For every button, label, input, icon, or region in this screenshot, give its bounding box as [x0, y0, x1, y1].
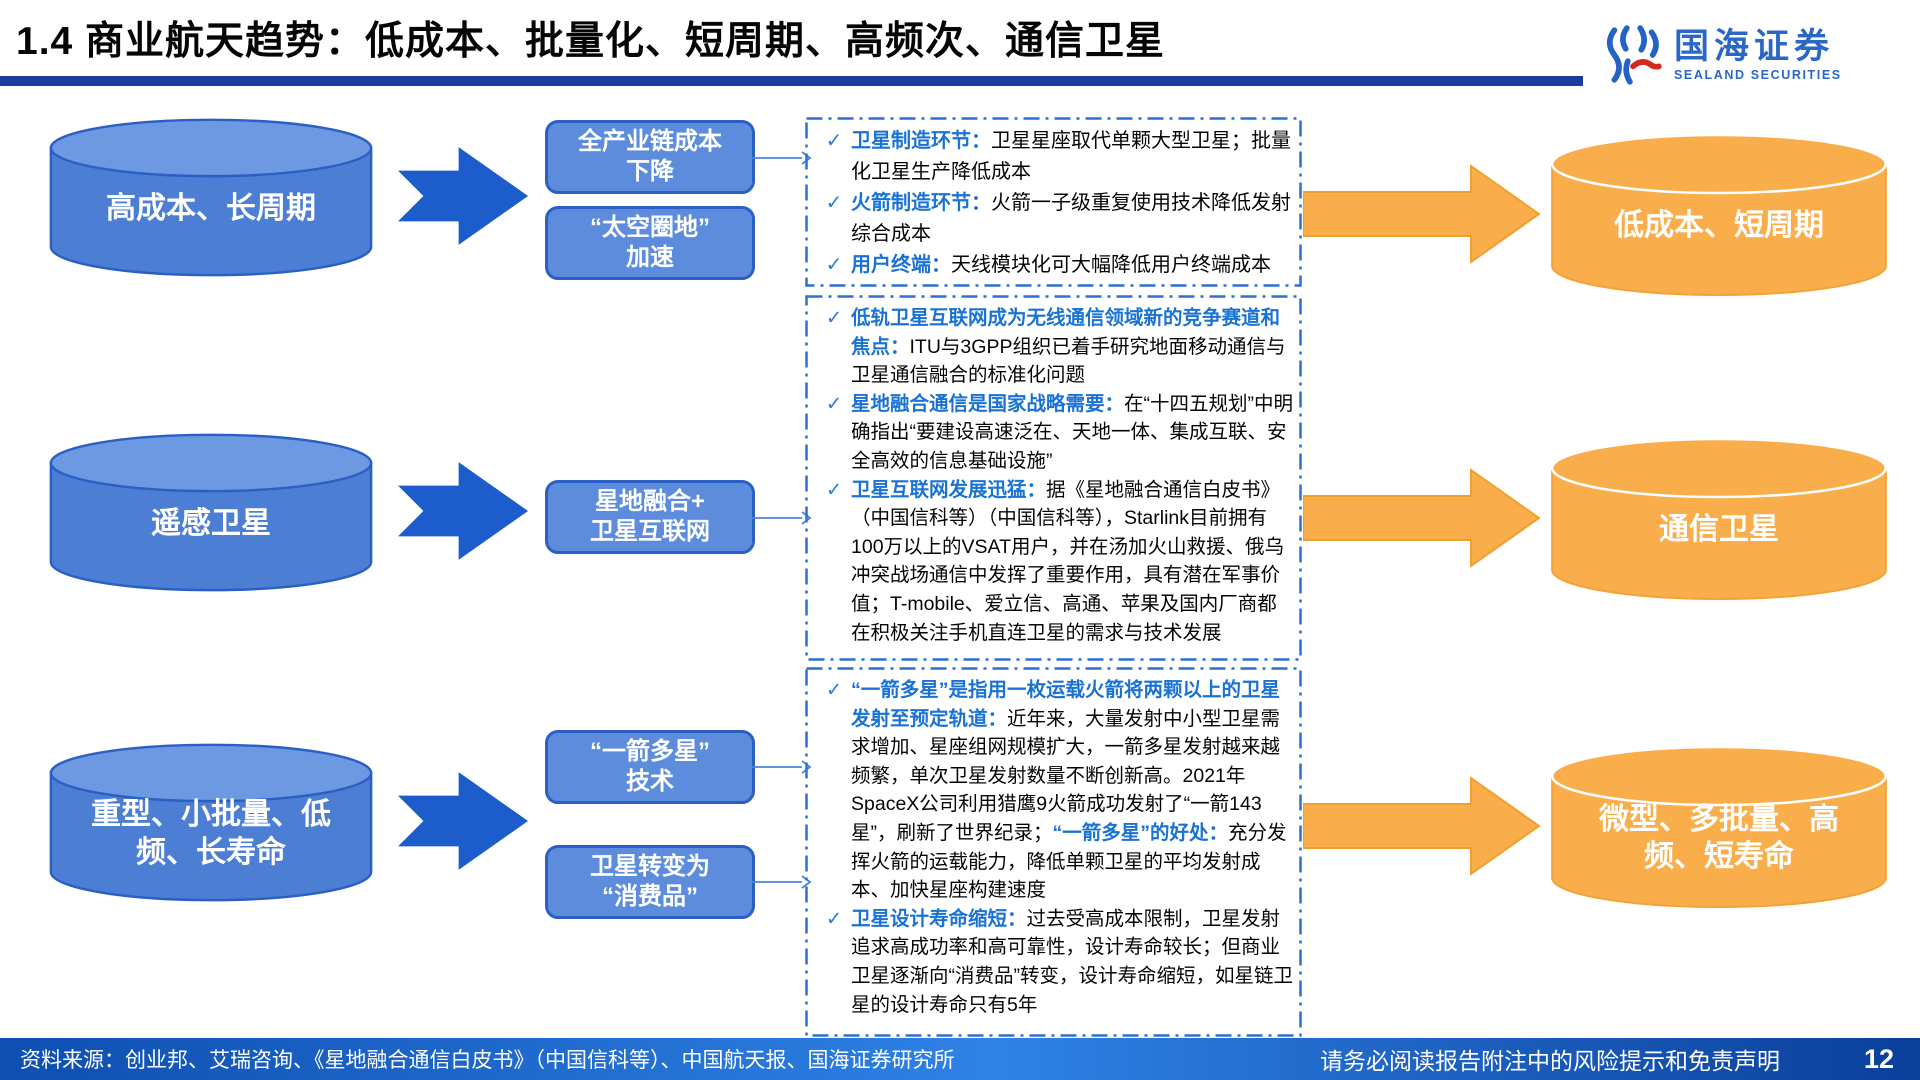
- bullet-lead: 卫星互联网发展迅猛：: [851, 478, 1047, 501]
- result-cylinder-row1: 低成本、短周期: [1545, 128, 1893, 300]
- bullet-item: ✓ 卫星制造环节：卫星星座取代单颗大型卫星；批量化卫星生产降低成本: [817, 126, 1294, 188]
- dashed-border: [805, 117, 1302, 287]
- detail-panel-row3: ✓ “一箭多星”是指用一枚运载火箭将两颗以上的卫星发射至预定轨道：近年来，大量发…: [805, 667, 1302, 1037]
- source-cylinder-row3: 重型、小批量、低 频、长寿命: [44, 738, 378, 905]
- source-cylinder-row2: 遥感卫星: [44, 428, 378, 595]
- result-cylinder-label: 通信卫星: [1659, 513, 1779, 547]
- cylinder-shape: [49, 433, 373, 592]
- logo-subtitle: SEALAND SECURITIES: [1674, 67, 1842, 82]
- blue-arrow-row2: [398, 459, 530, 563]
- cylinder-shape: [1550, 437, 1888, 600]
- driver-box-consumer-satellite: 卫星转变为 “消费品”: [545, 845, 755, 919]
- orange-arrow-row2: [1303, 466, 1543, 570]
- check-icon: ✓: [825, 192, 843, 214]
- sealand-logo-text: 国海证券 SEALAND SECURITIES: [1674, 29, 1842, 82]
- orange-arrow-row3: [1303, 774, 1543, 878]
- cylinder-shape: [1550, 745, 1888, 908]
- connector-arrow-row2: [752, 511, 812, 525]
- source-note: 资料来源：创业邦、艾瑞咨询、《星地融合通信白皮书》（中国信科等）、中国航天报、国…: [20, 1049, 955, 1072]
- check-icon: ✓: [825, 392, 843, 415]
- bullet-item: ✓ 星地融合通信是国家战略需要：在“十四五规划”中明确指出“要建设高速泛在、天地…: [817, 390, 1294, 476]
- orange-arrow-row1: [1303, 162, 1543, 266]
- result-cylinder-label: 微型、多批量、高 频、短寿命: [1599, 802, 1839, 874]
- cylinder-shape: [49, 118, 373, 277]
- bullet-text: 卫星星座取代单颗大型卫星；批量化卫星生产降低成本: [851, 130, 1291, 183]
- check-icon: ✓: [825, 478, 843, 501]
- blue-arrow-row1: [398, 144, 530, 248]
- sealand-logo: 国海证券 SEALAND SECURITIES: [1602, 24, 1842, 86]
- bullet-lead: “一箭多星”的好处：: [1052, 821, 1229, 844]
- bullet-text: 天线模块化可大幅降低用户终端成本: [951, 254, 1271, 276]
- disclaimer: 请务必阅读报告附注中的风险提示和免责声明: [1319, 1048, 1780, 1074]
- bullet-item: ✓ 低轨卫星互联网成为无线通信领域新的竞争赛道和焦点：ITU与3GPP组织已着手…: [817, 304, 1294, 390]
- bullet-lead: 用户终端：: [851, 254, 951, 276]
- bullet-text: 过去受高成本限制，卫星发射追求高成功率和高可靠性，设计寿命较长；但商业卫星逐渐向…: [851, 907, 1293, 1016]
- driver-box-industry-cost: 全产业链成本 下降: [545, 120, 755, 194]
- source-cylinder-label: 重型、小批量、低 频、长寿命: [91, 798, 331, 869]
- result-cylinder-label: 低成本、短周期: [1614, 209, 1824, 243]
- check-icon: ✓: [825, 907, 843, 930]
- check-icon: ✓: [825, 679, 843, 701]
- check-icon: ✓: [825, 254, 843, 276]
- footer-right: 请务必阅读报告附注中的风险提示和免责声明 12: [1320, 1042, 1894, 1076]
- bullet-text: 充分发挥火箭的运载能力，降低单颗卫星的平均发射成本、加快星座构建速度: [851, 821, 1287, 902]
- detail-panel-row1: ✓ 卫星制造环节：卫星星座取代单颗大型卫星；批量化卫星生产降低成本 ✓ 火箭制造…: [805, 117, 1302, 287]
- connector-arrow-row3a: [752, 760, 812, 774]
- result-cylinder-row3: 微型、多批量、高 频、短寿命: [1545, 740, 1893, 912]
- dashed-border: [805, 667, 1302, 1037]
- page-number: 12: [1863, 1043, 1894, 1074]
- source-cylinder-label: 遥感卫星: [151, 506, 271, 540]
- footer-bar: 资料来源：创业邦、艾瑞咨询、《星地融合通信白皮书》（中国信科等）、中国航天报、国…: [0, 1038, 1920, 1080]
- result-cylinder-row2: 通信卫星: [1545, 432, 1893, 604]
- cylinder-shape: [49, 743, 373, 902]
- bullet-item: ✓ 用户终端：天线模块化可大幅降低用户终端成本: [817, 250, 1294, 281]
- bullet-lead: 低轨卫星互联网成为无线通信领域新的竞争赛道和焦点：: [851, 307, 1281, 358]
- dashed-border: [805, 295, 1302, 661]
- bullet-text: 火箭一子级重复使用技术降低发射综合成本: [851, 192, 1291, 245]
- bullet-lead: 星地融合通信是国家战略需要：: [851, 392, 1125, 415]
- bullet-item: ✓ 卫星设计寿命缩短：过去受高成本限制，卫星发射追求高成功率和高可靠性，设计寿命…: [817, 905, 1294, 1019]
- check-icon: ✓: [825, 130, 843, 152]
- bullet-item: ✓ “一箭多星”是指用一枚运载火箭将两颗以上的卫星发射至预定轨道：近年来，大量发…: [817, 676, 1294, 905]
- driver-box-multi-satellite: “一箭多星” 技术: [545, 730, 755, 804]
- bullet-item: ✓ 火箭制造环节：火箭一子级重复使用技术降低发射综合成本: [817, 188, 1294, 250]
- logo-name: 国海证券: [1674, 26, 1835, 66]
- connector-arrow-row3b: [752, 875, 812, 889]
- connector-arrow-row1: [752, 151, 812, 165]
- bullet-lead: 火箭制造环节：: [851, 192, 991, 214]
- sealand-logo-icon: [1606, 25, 1662, 85]
- source-cylinder-label: 高成本、长周期: [106, 191, 316, 225]
- bullet-lead: “一箭多星”是指用一枚运载火箭将两颗以上的卫星发射至预定轨道：: [851, 679, 1281, 730]
- bullet-text: 近年来，大量发射中小型卫星需求增加、星座组网规模扩大，一箭多星发射越来越频繁，单…: [851, 707, 1281, 844]
- bullet-lead: 卫星设计寿命缩短：: [851, 907, 1027, 930]
- blue-arrow-row3: [398, 769, 530, 873]
- bullet-text: ITU与3GPP组织已着手研究地面移动通信与卫星通信融合的标准化问题: [851, 335, 1286, 387]
- bullet-text: 在“十四五规划”中明确指出“要建设高速泛在、天地一体、集成互联、安全高效的信息基…: [851, 392, 1294, 472]
- check-icon: ✓: [825, 307, 843, 329]
- driver-box-satellite-internet: 星地融合+ 卫星互联网: [545, 480, 755, 554]
- bullet-lead: 卫星制造环节：: [851, 130, 991, 152]
- page-title: 1.4 商业航天趋势：低成本、批量化、短周期、高频次、通信卫星: [16, 20, 1166, 63]
- cylinder-shape: [1550, 133, 1888, 296]
- source-cylinder-row1: 高成本、长周期: [44, 113, 378, 280]
- detail-panel-row2: ✓ 低轨卫星互联网成为无线通信领域新的竞争赛道和焦点：ITU与3GPP组织已着手…: [805, 295, 1302, 661]
- title-rule-bar: [0, 76, 1583, 86]
- driver-box-space-enclosure: “太空圈地” 加速: [545, 206, 755, 280]
- bullet-item: ✓ 卫星互联网发展迅猛：据《星地融合通信白皮书》（中国信科等）（中国信科等），S…: [817, 476, 1294, 648]
- bullet-text: 据《星地融合通信白皮书》（中国信科等）（中国信科等），Starlink目前拥有1…: [851, 478, 1285, 644]
